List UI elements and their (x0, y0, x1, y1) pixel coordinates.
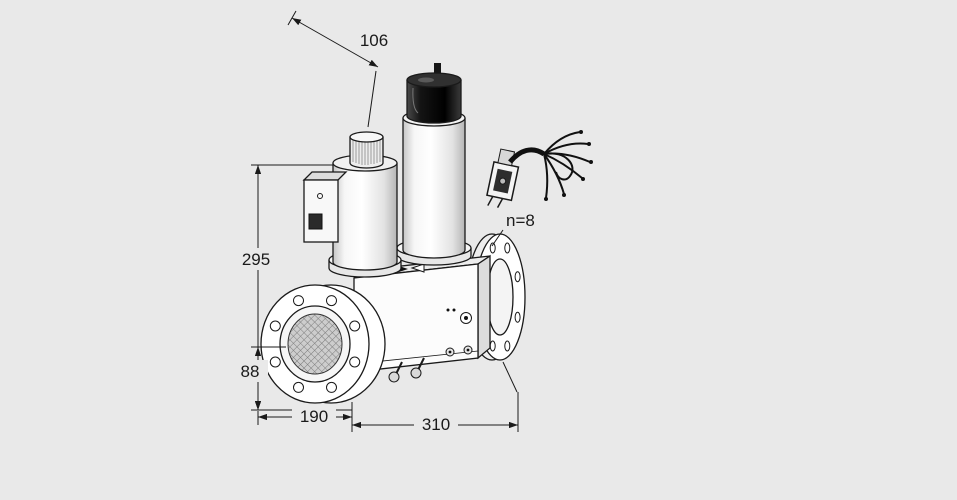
bolt-count-leader (491, 229, 504, 247)
dim-106 (287, 10, 379, 128)
valve-illustration (260, 63, 593, 404)
left-flange-bolt-holes (269, 295, 361, 393)
right-solenoid-cap (406, 63, 462, 124)
dim-106-label: 106 (360, 31, 388, 50)
dim-295-label: 295 (242, 250, 270, 269)
drain-plug (388, 357, 425, 383)
left-solenoid (302, 131, 402, 278)
junction-box (302, 171, 348, 243)
left-solenoid-cap (349, 131, 384, 169)
cable-plug (486, 148, 520, 208)
cable-wires (508, 130, 593, 201)
dimension-label-backgrounds (232, 248, 458, 435)
right-solenoid (396, 63, 472, 266)
dim-310-label: 310 (422, 415, 450, 434)
bolt-count-label: n=8 (506, 211, 535, 230)
left-flange (260, 284, 386, 404)
strainer-mesh (287, 313, 343, 375)
dim-88-label: 88 (241, 362, 260, 381)
dim-190-label: 190 (300, 407, 328, 426)
